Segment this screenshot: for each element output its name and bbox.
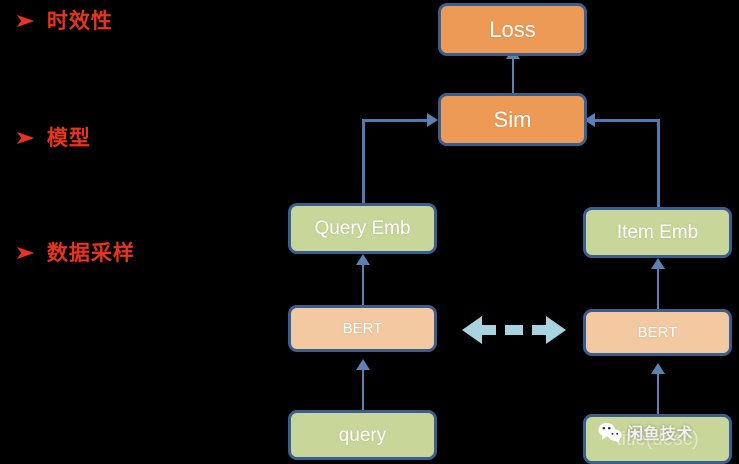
node-loss-label: Loss [489,16,536,42]
arrowhead-queryemb-to-sim [427,113,438,127]
node-title-desc[interactable]: title(desc) [583,414,732,464]
node-bert-right[interactable]: BERT [583,309,732,356]
bullet-marker-icon: ➤ [14,128,36,149]
node-item-emb-label: Item Emb [616,222,699,243]
node-query-emb-label: Query Emb [314,218,411,239]
bullet-item-model: ➤ 模型 [14,128,91,149]
connector-itememb-to-sim-horizontal [592,119,660,122]
node-query-emb[interactable]: Query Emb [288,203,437,254]
bullet-label: 数据采样 [46,242,135,265]
connector-queryemb-to-sim-vertical [362,119,365,203]
connector-query-to-bertleft [362,367,364,410]
arrowhead-left-icon [462,316,482,344]
arrowhead-itememb-to-sim [584,113,595,127]
node-bert-right-label: BERT [637,324,678,341]
node-query-label: query [338,424,387,446]
bullet-item-timeliness: ➤ 时效性 [14,11,113,32]
arrowhead-bertleft-to-queryemb [356,254,370,265]
dash-segment [532,325,546,335]
bullet-marker-icon: ➤ [14,11,36,32]
node-sim-label: Sim [493,106,532,132]
connector-bertleft-to-queryemb [362,262,364,305]
node-loss[interactable]: Loss [438,3,587,56]
node-query[interactable]: query [288,410,437,460]
dash-segment [482,325,496,335]
bullet-label: 时效性 [46,10,113,33]
bidirectional-dashed-arrow [462,316,566,344]
node-bert-left[interactable]: BERT [288,305,437,352]
node-bert-left-label: BERT [342,320,383,337]
node-item-emb[interactable]: Item Emb [583,207,732,258]
connector-bertright-to-itememb [657,266,659,309]
bullet-label: 模型 [46,127,91,150]
connector-sim-to-loss [512,56,514,93]
arrowhead-titledesc-to-bertright [651,363,665,374]
arrowhead-query-to-bertleft [356,359,370,370]
connector-queryemb-to-sim-horizontal [362,119,434,122]
arrowhead-right-icon [546,316,566,344]
node-sim[interactable]: Sim [438,93,587,146]
arrowhead-bertright-to-itememb [651,258,665,269]
bullet-marker-icon: ➤ [14,243,36,264]
node-title-desc-label: title(desc) [616,428,699,450]
connector-itememb-to-sim-vertical [657,119,660,207]
dash-segment [505,325,523,335]
bullet-item-data-sampling: ➤ 数据采样 [14,243,135,264]
connector-titledesc-to-bertright [657,371,659,414]
